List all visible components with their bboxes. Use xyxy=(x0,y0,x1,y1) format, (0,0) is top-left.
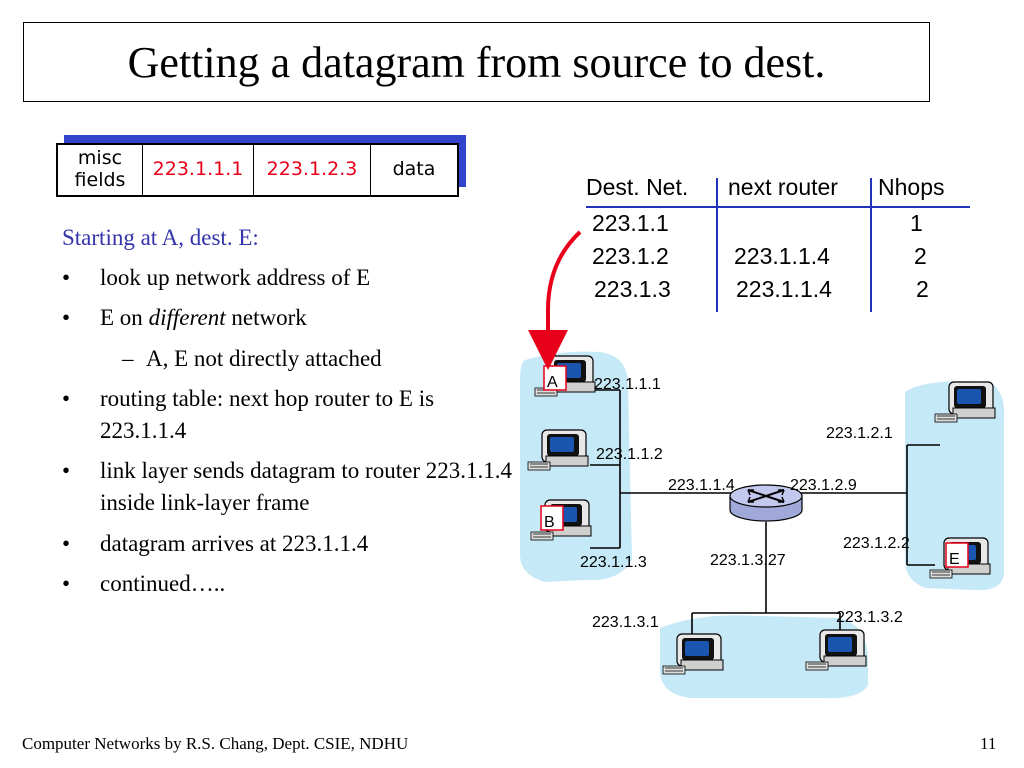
packet-payload: data xyxy=(392,158,436,181)
addr-223-1-3-2: 223.1.3.2 xyxy=(836,609,903,626)
table-row: 223.1.2 223.1.1.4 2 xyxy=(586,241,970,274)
bullet-item: • datagram arrives at 223.1.1.4 xyxy=(62,528,512,560)
bullet-text-italic: different xyxy=(148,305,226,331)
bullet-item: • routing table: next hop router to E is… xyxy=(62,383,512,447)
title-box: Getting a datagram from source to dest. xyxy=(23,22,930,102)
lookup-arrow xyxy=(528,230,582,370)
table-divider-1 xyxy=(716,178,718,312)
addr-223-1-3-27: 223.1.3.27 xyxy=(710,552,786,569)
routing-table: Dest. Net. next router Nhops 223.1.1 1 2… xyxy=(586,172,970,312)
bullet-glyph: • xyxy=(62,385,71,411)
host-b-label-box xyxy=(540,505,564,531)
table-row: 223.1.3 223.1.1.4 2 xyxy=(586,274,970,307)
network-links xyxy=(590,389,940,638)
host-b-label: B xyxy=(544,514,555,531)
host-e-label-box xyxy=(945,542,969,568)
bullet-text: link layer sends datagram to router 223.… xyxy=(100,458,512,516)
header-dest-net: Dest. Net. xyxy=(586,174,689,200)
bullet-glyph: • xyxy=(62,265,71,291)
table-cell-hops: 2 xyxy=(914,243,927,269)
bullet-text-suffix: network xyxy=(225,305,307,331)
table-cell-dest: 223.1.1 xyxy=(592,210,669,236)
packet-misc-fields: misc fields xyxy=(58,145,143,195)
routing-table-header: Dest. Net. next router Nhops xyxy=(586,172,970,208)
footer-credit: Computer Networks by R.S. Chang, Dept. C… xyxy=(22,734,409,753)
router-icon xyxy=(729,484,803,522)
table-divider-2 xyxy=(870,178,872,312)
bullet-glyph: • xyxy=(62,530,71,556)
bullet-glyph: • xyxy=(62,458,71,484)
addr-223-1-1-1: 223.1.1.1 xyxy=(594,376,661,393)
sub-bullet-text: A, E not directly attached xyxy=(146,345,382,371)
bullet-glyph: • xyxy=(62,305,71,331)
datagram-packet: misc fields 223.1.1.1 223.1.2.3 data xyxy=(56,143,459,197)
bullet-text: datagram arrives at 223.1.1.4 xyxy=(100,530,369,556)
packet-dest-address: 223.1.2.3 xyxy=(254,145,371,195)
bullet-item: • look up network address of E xyxy=(62,262,512,294)
bullet-item: • E on different network xyxy=(62,302,512,334)
bullet-text: routing table: next hop router to E is 2… xyxy=(100,385,435,443)
bullet-glyph: • xyxy=(62,570,71,596)
table-cell-hops: 1 xyxy=(910,210,923,236)
addr-223-1-1-4: 223.1.1.4 xyxy=(668,477,735,494)
page-number: 11 xyxy=(980,734,997,753)
table-cell-dest: 223.1.2 xyxy=(592,243,669,269)
bullet-text: continued….. xyxy=(100,570,226,596)
addr-223-1-2-1: 223.1.2.1 xyxy=(826,425,893,442)
host-e-label: E xyxy=(949,551,960,568)
bullet-text-prefix: E on xyxy=(100,305,149,331)
table-cell-hops: 2 xyxy=(916,276,929,302)
addr-223-1-1-2: 223.1.1.2 xyxy=(596,446,663,463)
addr-223-1-2-2: 223.1.2.2 xyxy=(843,535,910,552)
bullet-text: look up network address of E xyxy=(100,265,371,291)
addr-223-1-2-9: 223.1.2.9 xyxy=(790,477,857,494)
header-nhops: Nhops xyxy=(878,174,945,200)
packet-misc-line1: misc xyxy=(77,147,123,170)
table-cell-next: 223.1.1.4 xyxy=(736,276,832,302)
header-next-router: next router xyxy=(728,174,838,200)
table-row: 223.1.1 1 xyxy=(586,208,970,241)
table-cell-dest: 223.1.3 xyxy=(594,276,671,302)
text-panel: Starting at A, dest. E: • look up networ… xyxy=(62,222,512,608)
sub-bullet-item: – A, E not directly attached xyxy=(62,343,512,375)
intro-text: Starting at A, dest. E: xyxy=(62,225,259,250)
dash-glyph: – xyxy=(122,345,134,371)
bullet-item: • link layer sends datagram to router 22… xyxy=(62,455,512,519)
bullet-item: • continued….. xyxy=(62,568,512,600)
addr-223-1-3-1: 223.1.3.1 xyxy=(592,614,659,631)
addr-223-1-1-3: 223.1.1.3 xyxy=(580,554,647,571)
packet-source-address: 223.1.1.1 xyxy=(143,145,254,195)
packet-misc-line2: fields xyxy=(74,169,126,191)
host-a-label: A xyxy=(547,374,558,391)
slide-title: Getting a datagram from source to dest. xyxy=(127,37,826,87)
table-cell-next: 223.1.1.4 xyxy=(734,243,830,269)
